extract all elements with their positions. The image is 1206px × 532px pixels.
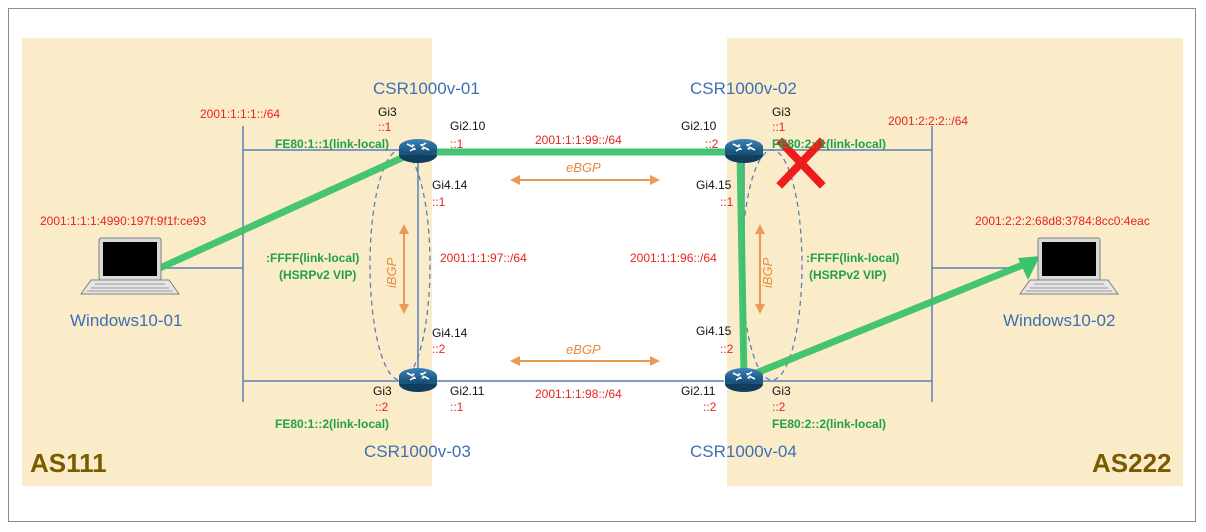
hsrp-right-line1: :FFFF(link-local): [806, 251, 899, 265]
host-left-address: 2001:1:1:1:4990:197f:9f1f:ce93: [40, 214, 206, 228]
ebgp-top-label: eBGP: [566, 160, 601, 175]
router-r2-icon: [724, 138, 764, 164]
ibgp-left-arrow: [399, 224, 409, 314]
r4-gi415-addr: ::2: [720, 342, 734, 356]
r3-gi211-label: Gi2.11: [450, 384, 485, 398]
subnet-lan-left: 2001:1:1:1::/64: [200, 107, 280, 121]
ibgp-right-label: iBGP: [760, 257, 775, 288]
router-r3-icon: [398, 367, 438, 393]
host-right-address: 2001:2:2:2:68d8:3784:8cc0:4eac: [975, 214, 1150, 228]
subnet-left-vertical: 2001:1:1:97::/64: [440, 251, 527, 265]
r2-linklocal: FE80:2::1(link-local): [772, 137, 886, 151]
r1-gi210-label: Gi2.10: [450, 119, 486, 133]
as-right-label: AS222: [1092, 448, 1172, 478]
as-left-label: AS111: [30, 448, 107, 478]
subnet-right-vertical: 2001:1:1:96::/64: [630, 251, 717, 265]
r1-gi210-addr: ::1: [450, 137, 464, 151]
r1-gi414-label: Gi4.14: [432, 178, 468, 192]
r2-gi210-addr: ::2: [705, 137, 719, 151]
r4-gi415-label: Gi4.15: [696, 324, 732, 338]
r3-linklocal: FE80:1::2(link-local): [275, 417, 389, 431]
ibgp-left-label: iBGP: [384, 257, 399, 288]
ebgp-bottom-label: eBGP: [566, 342, 601, 357]
r2-gi3-addr: ::1: [772, 120, 786, 134]
r2-gi210-label: Gi2.10: [681, 119, 717, 133]
traffic-path-arrowhead: [1018, 256, 1040, 280]
hsrp-left-line2: (HSRPv2 VIP): [279, 268, 356, 282]
r3-gi414-label: Gi4.14: [432, 326, 468, 340]
router-r3-name: CSR1000v-03: [364, 442, 471, 461]
router-r1-name: CSR1000v-01: [373, 79, 480, 98]
r2-gi415-label: Gi4.15: [696, 178, 732, 192]
subnet-top-link: 2001:1:1:99::/64: [535, 133, 622, 147]
red-x-icon: [776, 137, 826, 189]
r1-linklocal: FE80:1::1(link-local): [275, 137, 389, 151]
subnet-lan-right: 2001:2:2:2::/64: [888, 114, 968, 128]
subnet-bottom-link: 2001:1:1:98::/64: [535, 387, 622, 401]
router-r2-name: CSR1000v-02: [690, 79, 797, 98]
router-r4-name: CSR1000v-04: [690, 442, 797, 461]
r3-gi211-addr: ::1: [450, 400, 464, 414]
hsrp-left-line1: :FFFF(link-local): [266, 251, 359, 265]
r1-gi414-addr: ::1: [432, 195, 446, 209]
ebgp-bottom-arrow: [510, 356, 660, 366]
r4-gi211-addr: ::2: [703, 400, 717, 414]
r1-gi3-addr: ::1: [378, 120, 392, 134]
host-left-name: Windows10-01: [70, 311, 182, 330]
r4-gi211-label: Gi2.11: [681, 384, 716, 398]
r1-gi3-label: Gi3: [378, 105, 397, 119]
r2-gi415-addr: ::1: [720, 195, 734, 209]
r3-gi3-label: Gi3: [373, 384, 392, 398]
r4-gi3-label: Gi3: [772, 384, 791, 398]
router-r4-icon: [724, 367, 764, 393]
r3-gi414-addr: ::2: [432, 342, 446, 356]
as111-zone: [22, 38, 432, 486]
r3-gi3-addr: ::2: [375, 400, 389, 414]
ebgp-top-arrow: [510, 175, 660, 185]
ibgp-right-arrow: [755, 224, 765, 314]
r4-gi3-addr: ::2: [772, 400, 786, 414]
router-r1-icon: [398, 138, 438, 164]
r4-linklocal: FE80:2::2(link-local): [772, 417, 886, 431]
host-right-name: Windows10-02: [1003, 311, 1115, 330]
hsrp-right-line2: (HSRPv2 VIP): [809, 268, 886, 282]
r2-gi3-label: Gi3: [772, 105, 791, 119]
as222-zone: [727, 38, 1183, 486]
